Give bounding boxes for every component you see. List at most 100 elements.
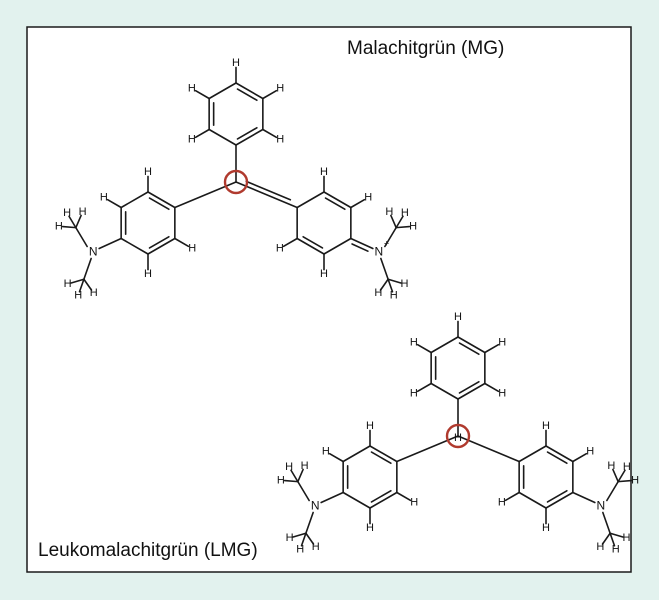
right-methyl-lower-hydrogen-1: H xyxy=(622,532,630,544)
left-methyl-upper-bond xyxy=(75,226,88,248)
left-methyl-upper-bond xyxy=(297,480,310,502)
mg-title: Malachitgrün (MG) xyxy=(347,38,504,59)
left-ring-double-bond xyxy=(148,197,170,211)
c-h-bond xyxy=(283,479,299,483)
phenyl-hydrogen: H xyxy=(188,134,196,146)
c-h-bond xyxy=(387,278,394,293)
phenyl-ring-bond xyxy=(430,336,459,354)
c-h-bond xyxy=(305,532,315,545)
right-methyl-lower-hydrogen-2: H xyxy=(390,289,398,301)
right-ring-bond xyxy=(296,237,325,255)
c-h-bond xyxy=(83,278,93,291)
right-ring-bond xyxy=(296,191,325,209)
central-carbon-marker xyxy=(445,423,471,449)
c-h-bond xyxy=(612,468,619,483)
left-ring-bond xyxy=(147,191,176,209)
phenyl-hydrogen: H xyxy=(410,388,418,400)
phenyl-ring-bond xyxy=(235,128,264,146)
phenyl-hydrogen: H xyxy=(276,134,284,146)
phenyl-hydrogen: H xyxy=(410,337,418,349)
right-methyl-upper-hydrogen-1: H xyxy=(385,206,393,218)
right-ring-to-nitrogen-bond xyxy=(350,237,374,250)
c-h-bond xyxy=(106,198,122,209)
right-ring-hydrogen: H xyxy=(498,497,506,509)
phenyl-hydrogen: H xyxy=(232,57,240,69)
left-methyl-lower-hydrogen-1: H xyxy=(312,541,320,553)
c-h-bond xyxy=(387,278,402,284)
right-methyl-lower-hydrogen-2: H xyxy=(612,543,620,555)
right-amine-nitrogen: N xyxy=(597,499,606,513)
right-methyl-upper-hydrogen-2: H xyxy=(401,207,409,219)
phenyl-ring-double-bond xyxy=(236,126,258,140)
left-ring-double-bond xyxy=(370,489,392,503)
left-ring-to-nitrogen-bond xyxy=(320,491,344,504)
c-h-bond xyxy=(61,225,77,229)
right-ring-hydrogen: H xyxy=(542,420,550,432)
c-h-bond xyxy=(194,89,210,100)
right-ring-bond xyxy=(545,445,574,463)
right-ring-bond xyxy=(518,445,547,463)
c-h-bond xyxy=(617,479,633,483)
left-methyl-lower-hydrogen-3: H xyxy=(64,278,72,290)
phenyl-hydrogen: H xyxy=(276,83,284,95)
c-h-bond xyxy=(350,198,366,209)
right-ring-bond xyxy=(323,237,352,255)
c-h-bond xyxy=(282,237,298,248)
right-methyl-upper-hydrogen-3: H xyxy=(409,220,417,232)
c-h-bond xyxy=(379,278,389,291)
right-ring-bond xyxy=(545,491,574,509)
c-h-bond xyxy=(292,532,307,538)
left-amine-nitrogen: N xyxy=(311,499,320,513)
right-methyl-lower-bond xyxy=(602,511,611,535)
c-h-bond xyxy=(396,491,412,502)
c-h-bond xyxy=(290,469,299,483)
left-ring-hydrogen: H xyxy=(144,166,152,178)
left-ring-hydrogen: H xyxy=(188,243,196,255)
left-methyl-upper-hydrogen-1: H xyxy=(277,474,285,486)
left-ring-hydrogen: H xyxy=(410,497,418,509)
c-h-bond xyxy=(504,491,520,502)
right-ring-hydrogen: H xyxy=(320,166,328,178)
right-methyl-upper-hydrogen-1: H xyxy=(607,460,615,472)
right-methyl-lower-bond xyxy=(380,257,389,281)
right-methyl-upper-bond xyxy=(384,226,397,248)
central-double-bond xyxy=(245,180,292,201)
right-methyl-lower-hydrogen-3: H xyxy=(596,541,604,553)
right-ring-hydrogen: H xyxy=(542,522,550,534)
phenyl-ring-double-bond xyxy=(236,88,258,102)
c-h-bond xyxy=(297,468,304,483)
right-ring-double-bond xyxy=(302,235,324,249)
c-h-bond xyxy=(609,532,616,547)
c-h-bond xyxy=(572,452,588,463)
phenyl-hydrogen: H xyxy=(498,337,506,349)
right-ring-bond xyxy=(518,491,547,509)
left-ring-double-bond xyxy=(148,235,170,249)
c-h-bond xyxy=(78,278,85,293)
right-ring-double-bond xyxy=(546,489,568,503)
right-methyl-upper-hydrogen-3: H xyxy=(631,474,639,486)
left-methyl-lower-hydrogen-2: H xyxy=(296,543,304,555)
left-ring-hydrogen: H xyxy=(366,420,374,432)
phenyl-ring-bond xyxy=(430,382,459,400)
right-ring-hydrogen: H xyxy=(320,268,328,280)
phenyl-hydrogen: H xyxy=(498,388,506,400)
left-methyl-lower-hydrogen-3: H xyxy=(286,532,294,544)
left-methyl-upper-hydrogen-3: H xyxy=(79,206,87,218)
left-ring-hydrogen: H xyxy=(100,192,108,204)
c-h-bond xyxy=(484,382,500,393)
right-methyl-upper-hydrogen-2: H xyxy=(623,461,631,473)
phenyl-ring-bond xyxy=(208,82,237,100)
central-carbon-marker xyxy=(223,169,249,195)
c-h-bond xyxy=(601,532,611,545)
left-ring-bond xyxy=(369,491,398,509)
right-methyl-lower-hydrogen-1: H xyxy=(400,278,408,290)
phenyl-ring-double-bond xyxy=(458,380,480,394)
left-methyl-upper-hydrogen-2: H xyxy=(63,207,71,219)
left-ring-bond xyxy=(342,445,371,463)
right-ring-bond xyxy=(323,191,352,209)
left-ring-bond xyxy=(120,191,149,209)
c-h-bond xyxy=(70,278,85,284)
right-methyl-upper-bond xyxy=(606,480,619,502)
